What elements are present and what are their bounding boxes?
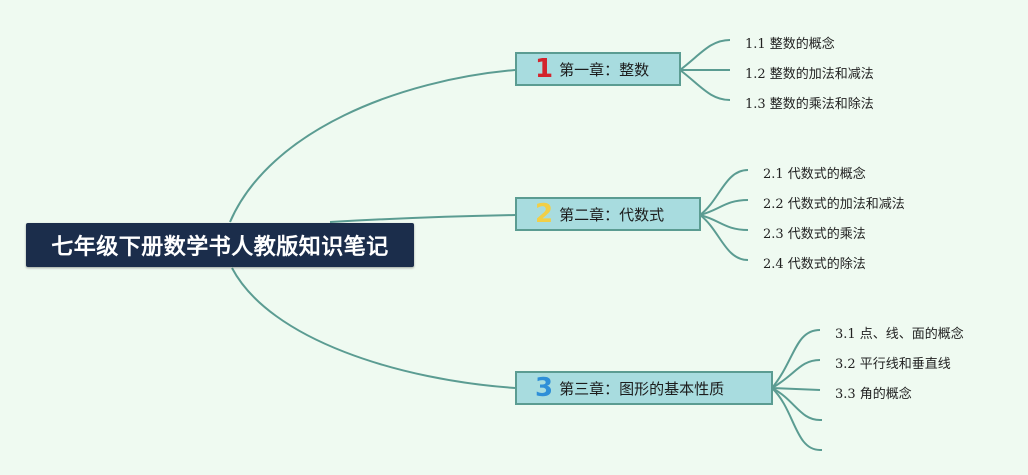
leaf-2-4[interactable]: 2.4 代数式的除法 [763,257,866,272]
chapter-2-title: 第二章：代数式 [559,205,665,224]
chapter-1-number: 1 [535,54,554,84]
leaf-3-3[interactable]: 3.3 角的概念 [835,387,912,402]
link-ch3-1 [771,329,821,389]
leaf-1-1[interactable]: 1.1 整数的概念 [745,37,835,52]
link-root-ch3 [231,267,516,389]
leaf-3-2[interactable]: 3.2 平行线和垂直线 [835,357,951,372]
chapter-2-node[interactable]: 2 第二章：代数式 [515,197,701,231]
link-root-ch1 [229,69,516,223]
link-ch3-2 [771,359,821,389]
link-ch2-3 [699,214,749,231]
link-ch2-4 [699,214,749,261]
link-ch1-3 [679,69,731,101]
link-ch3-5 [771,387,821,451]
leaf-2-3[interactable]: 2.3 代数式的乘法 [763,227,866,242]
chapter-2-number: 2 [535,199,554,229]
link-ch3-4 [771,387,821,421]
leaf-2-2[interactable]: 2.2 代数式的加法和减法 [763,197,905,212]
chapter-1-node[interactable]: 1 第一章：整数 [515,52,681,86]
chapter-3-title: 第三章：图形的基本性质 [559,379,725,398]
chapter-1-title: 第一章：整数 [559,60,650,79]
link-ch3-3 [771,387,821,391]
leaf-1-3[interactable]: 1.3 整数的乘法和除法 [745,97,874,112]
link-ch2-2 [699,199,749,216]
root-title: 七年级下册数学书人教版知识笔记 [51,235,389,260]
leaf-1-2[interactable]: 1.2 整数的加法和减法 [745,67,874,82]
link-root-ch2 [329,214,516,223]
leaf-2-1[interactable]: 2.1 代数式的概念 [763,167,866,182]
chapter-3-number: 3 [535,373,554,403]
leaf-3-1[interactable]: 3.1 点、线、面的概念 [835,327,964,342]
root-topic[interactable]: 七年级下册数学书人教版知识笔记 [26,223,414,267]
chapter-3-node[interactable]: 3 第三章：图形的基本性质 [515,371,773,405]
link-ch2-1 [699,169,749,216]
link-ch1-1 [679,39,731,71]
